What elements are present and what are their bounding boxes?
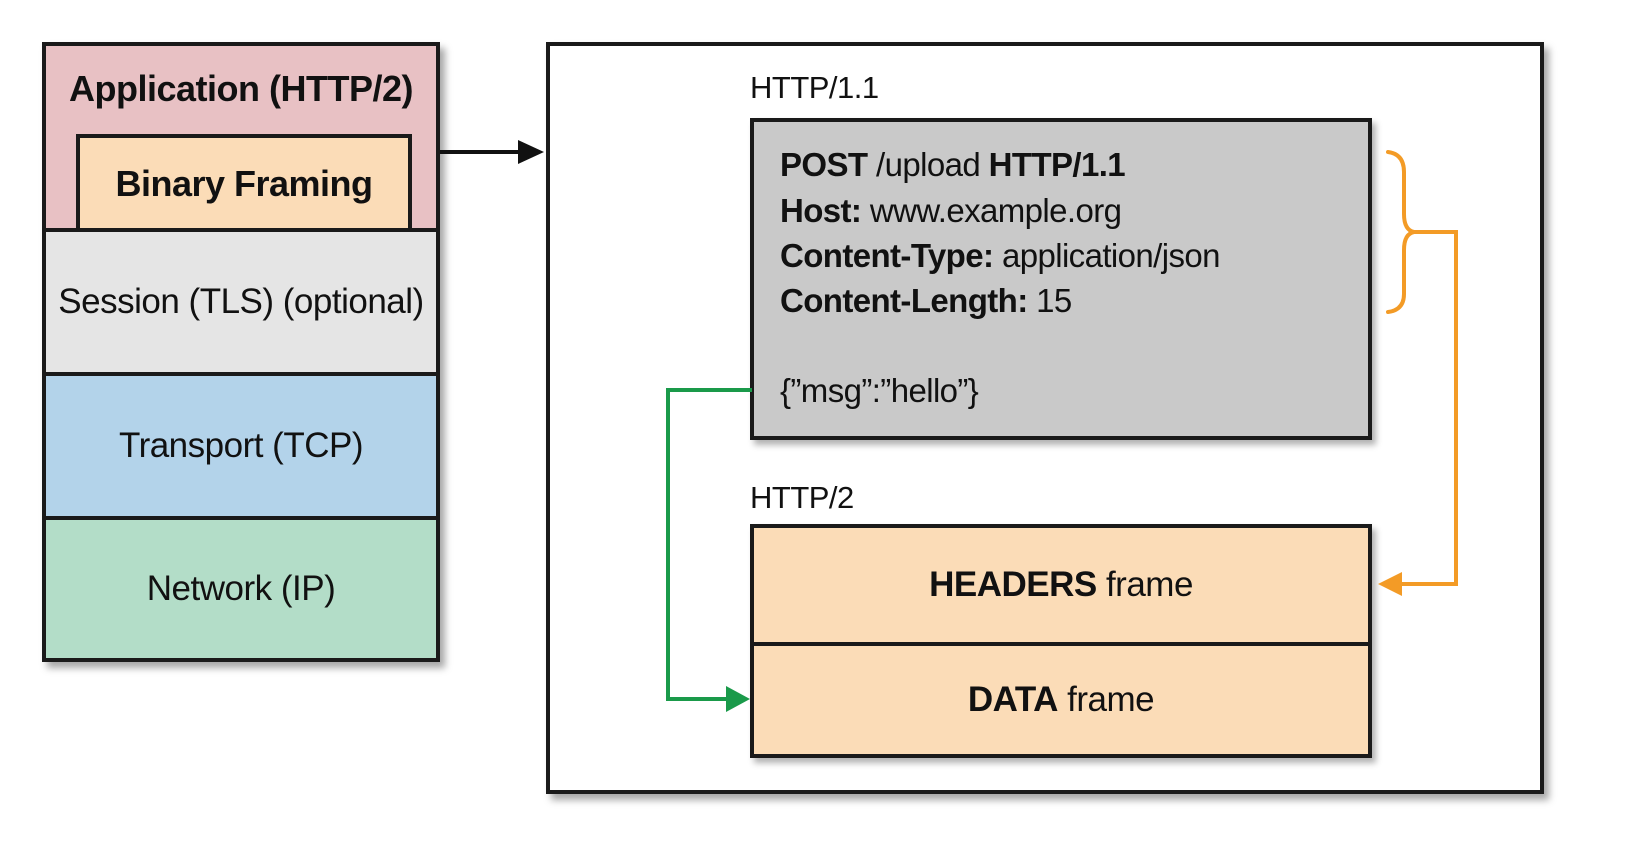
data-mapping-arrow <box>666 388 752 712</box>
http2-label: HTTP/2 <box>750 480 854 515</box>
headers-frame-type: HEADERS <box>929 565 1097 604</box>
network-layer-label: Network (IP) <box>146 569 336 608</box>
request-version: HTTP/1.1 <box>988 146 1126 183</box>
content-type-value: application/json <box>993 237 1221 274</box>
request-body: {”msg”:”hello”} <box>780 372 979 409</box>
content-length-value: 15 <box>1027 282 1072 319</box>
session-layer: Session (TLS) (optional) <box>46 228 436 372</box>
application-layer-title: Application (HTTP/2) <box>69 68 414 109</box>
application-layer: Application (HTTP/2) Binary Framing <box>46 46 436 230</box>
http2-frames-box: HEADERS frame DATA frame <box>750 524 1372 758</box>
host-header-key: Host: <box>780 192 862 229</box>
http11-label: HTTP/1.1 <box>750 70 879 105</box>
http11-request-box: POST /upload HTTP/1.1 Host: www.example.… <box>750 118 1372 440</box>
transport-layer: Transport (TCP) <box>46 372 436 516</box>
host-header-value: www.example.org <box>861 192 1122 229</box>
transport-layer-label: Transport (TCP) <box>118 426 364 465</box>
request-path: /upload <box>867 146 989 183</box>
data-frame-type: DATA <box>967 680 1059 719</box>
data-frame-suffix: frame <box>1057 680 1155 719</box>
session-layer-label: Session (TLS) (optional) <box>58 282 424 321</box>
headers-mapping-arrow <box>1378 230 1458 596</box>
headers-frame-suffix: frame <box>1096 565 1193 604</box>
content-length-line: Content-Length: 15 <box>780 282 1072 320</box>
headers-curly-brace <box>1386 150 1415 314</box>
stack-to-frame-arrow <box>440 140 544 164</box>
data-frame: DATA frame <box>754 642 1368 754</box>
content-type-line: Content-Type: application/json <box>780 237 1220 275</box>
request-line: POST /upload HTTP/1.1 <box>780 146 1126 184</box>
request-method: POST <box>780 146 868 183</box>
binary-framing-label: Binary Framing <box>115 163 373 204</box>
content-type-key: Content-Type: <box>780 237 994 274</box>
binary-framing-layer: Binary Framing <box>76 134 412 230</box>
host-header-line: Host: www.example.org <box>780 192 1122 230</box>
network-layer: Network (IP) <box>46 516 436 658</box>
content-length-key: Content-Length: <box>780 282 1028 319</box>
headers-frame: HEADERS frame <box>754 528 1368 642</box>
protocol-stack: Application (HTTP/2) Binary Framing Sess… <box>42 42 440 662</box>
